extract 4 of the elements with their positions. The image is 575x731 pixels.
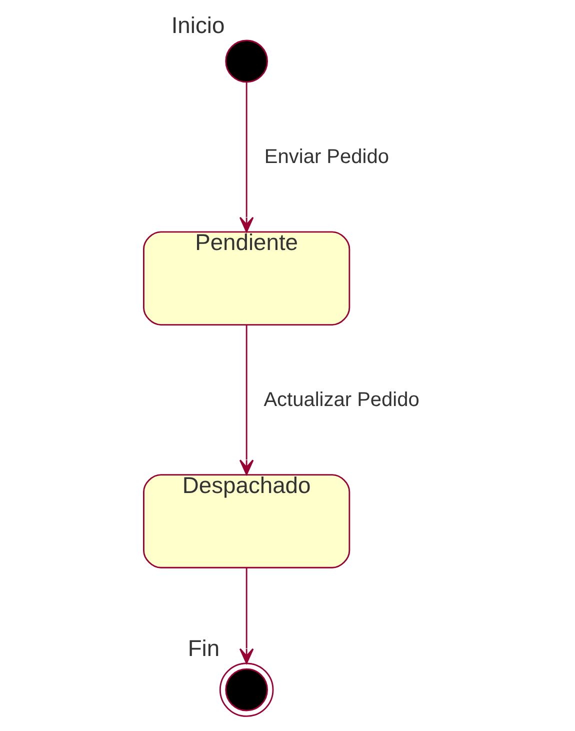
edge-label: Actualizar Pedido [263, 388, 419, 411]
edge-label: Enviar Pedido [264, 146, 388, 168]
node-label: Fin [187, 634, 220, 661]
node-label: Inicio [170, 12, 224, 38]
